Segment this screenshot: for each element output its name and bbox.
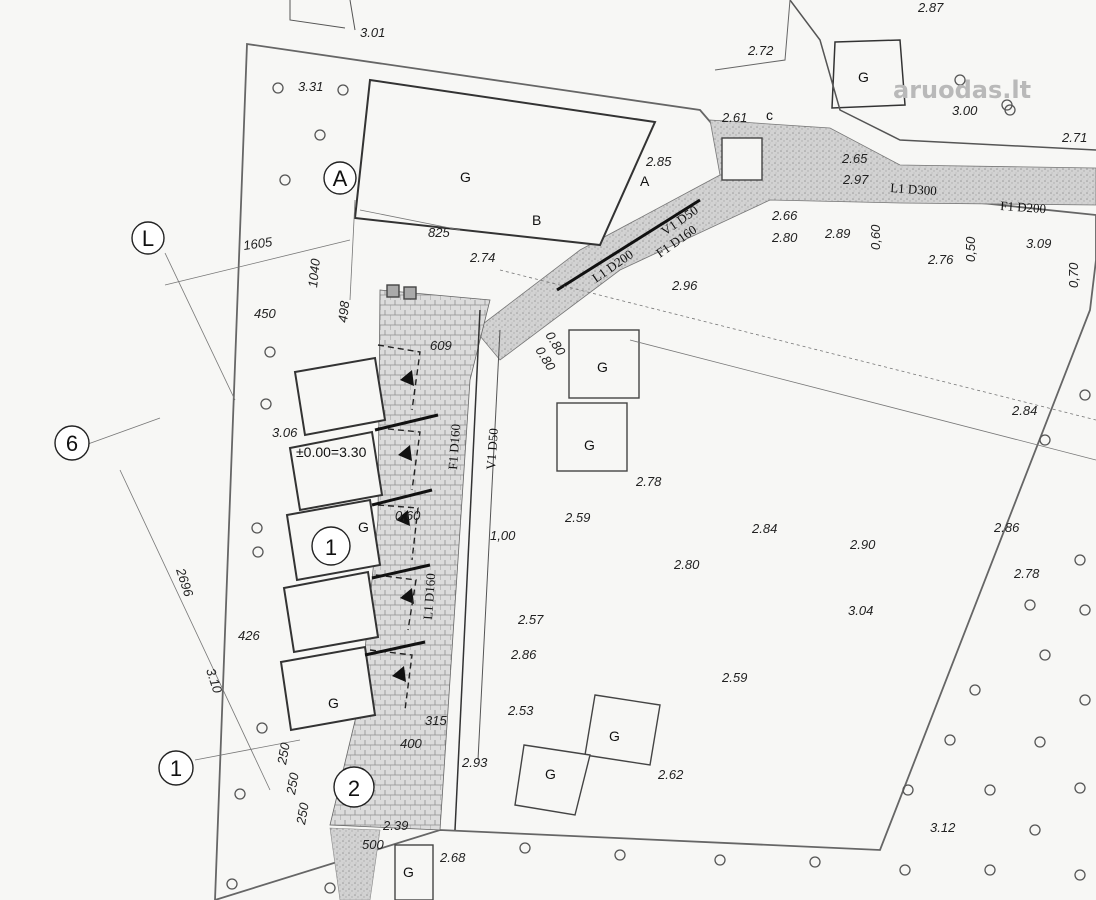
svg-text:2.93: 2.93 [461,755,488,770]
svg-text:3.10: 3.10 [203,666,225,695]
svg-text:2.68: 2.68 [439,850,466,865]
svg-text:250: 250 [293,801,312,827]
svg-text:498: 498 [335,299,352,323]
svg-text:0,70: 0,70 [1066,262,1081,288]
svg-text:L1 D160: L1 D160 [420,573,438,621]
svg-text:2.84: 2.84 [1011,403,1037,418]
watermark: aruodas.lt [893,76,1031,104]
svg-text:2.59: 2.59 [721,670,747,685]
svg-text:c: c [766,107,773,123]
svg-text:2.76: 2.76 [927,252,954,267]
svg-text:250: 250 [274,741,293,767]
svg-text:B: B [532,212,541,228]
svg-text:1: 1 [170,756,182,781]
small-garages [386,137,763,900]
svg-text:250: 250 [283,771,302,797]
garage-labels: G G G G G G G G G [328,69,869,880]
svg-text:6: 6 [66,431,78,456]
svg-text:2.59: 2.59 [564,510,590,525]
svg-text:G: G [460,169,471,185]
axis-marker-6: 6 [54,425,90,461]
svg-text:2696: 2696 [173,565,197,599]
svg-text:A: A [640,173,650,189]
svg-text:2.96: 2.96 [671,278,698,293]
svg-text:G: G [584,437,595,453]
svg-text:1: 1 [325,535,337,560]
svg-text:2.65: 2.65 [841,151,868,166]
svg-text:2.86: 2.86 [510,647,537,662]
svg-text:2.39: 2.39 [382,818,408,833]
svg-text:F1 D200: F1 D200 [1000,198,1047,216]
svg-text:2.74: 2.74 [469,250,495,265]
svg-text:2.57: 2.57 [517,612,544,627]
svg-text:1605: 1605 [242,234,273,253]
svg-text:400: 400 [400,736,422,751]
svg-text:500: 500 [362,837,384,852]
svg-text:G: G [328,695,339,711]
svg-text:L1 D300: L1 D300 [890,180,938,198]
svg-text:2.87: 2.87 [917,0,944,15]
svg-text:0,60: 0,60 [868,224,883,250]
svg-text:G: G [358,519,369,535]
trees [226,74,1091,894]
svg-text:2.84: 2.84 [751,521,777,536]
svg-text:2.90: 2.90 [849,537,876,552]
access-road [474,119,1096,361]
svg-text:G: G [609,728,620,744]
svg-text:3.31: 3.31 [298,79,323,94]
exit-path [329,827,381,900]
elevation-labels: 3.01 2.87 2.72 3.31 2.61 3.00 2.71 2.85 … [203,0,1087,865]
svg-text:2.80: 2.80 [673,557,700,572]
section-labels: A B c [532,107,773,228]
existing-building [353,78,657,247]
axis-marker-1: 1 [158,750,194,786]
svg-text:2.66: 2.66 [771,208,798,223]
svg-text:3.12: 3.12 [930,820,956,835]
svg-text:3.04: 3.04 [848,603,873,618]
axis-marker-a: A [323,161,357,195]
svg-text:3.01: 3.01 [360,25,385,40]
block-marker-2: 2 [333,766,375,808]
svg-text:2.97: 2.97 [842,172,869,187]
svg-text:2.86: 2.86 [993,520,1020,535]
axis-marker-l: L [131,221,165,255]
svg-text:2.61: 2.61 [721,110,747,125]
svg-text:1,00: 1,00 [490,528,516,543]
svg-text:2.62: 2.62 [657,767,684,782]
svg-text:2.89: 2.89 [824,226,850,241]
dimension-labels: 825 1605 1040 498 450 609 426 2696 250 2… [173,224,1081,852]
svg-text:3.06: 3.06 [272,425,298,440]
svg-text:0,60: 0,60 [395,508,421,523]
svg-text:G: G [597,359,608,375]
svg-text:825: 825 [428,225,450,240]
svg-text:2.72: 2.72 [747,43,774,58]
svg-text:2.80: 2.80 [771,230,798,245]
svg-text:L: L [142,226,154,251]
zero-level-label: ±0.00=3.30 [296,444,367,460]
svg-text:315: 315 [425,713,447,728]
svg-text:G: G [403,864,414,880]
svg-text:2: 2 [348,776,360,801]
svg-text:3.09: 3.09 [1026,236,1051,251]
svg-text:3.00: 3.00 [952,103,978,118]
svg-text:609: 609 [430,338,452,353]
svg-text:A: A [333,166,348,191]
svg-text:2.78: 2.78 [635,474,662,489]
svg-text:426: 426 [238,628,260,643]
svg-text:2.71: 2.71 [1061,130,1087,145]
pipe-labels: L1 D300 F1 D200 V1 D50 F1 D160 L1 D200 F… [420,180,1047,620]
svg-text:450: 450 [254,306,276,321]
svg-text:F1 D160: F1 D160 [445,423,463,470]
svg-text:1040: 1040 [305,257,323,288]
block-marker-1: 1 [311,526,351,566]
svg-text:2.85: 2.85 [645,154,672,169]
svg-text:G: G [545,766,556,782]
svg-text:2.78: 2.78 [1013,566,1040,581]
svg-text:G: G [858,69,869,85]
svg-text:0,50: 0,50 [963,236,978,262]
svg-text:2.53: 2.53 [507,703,534,718]
garage-row [279,356,387,732]
svg-text:V1 D50: V1 D50 [483,428,501,470]
